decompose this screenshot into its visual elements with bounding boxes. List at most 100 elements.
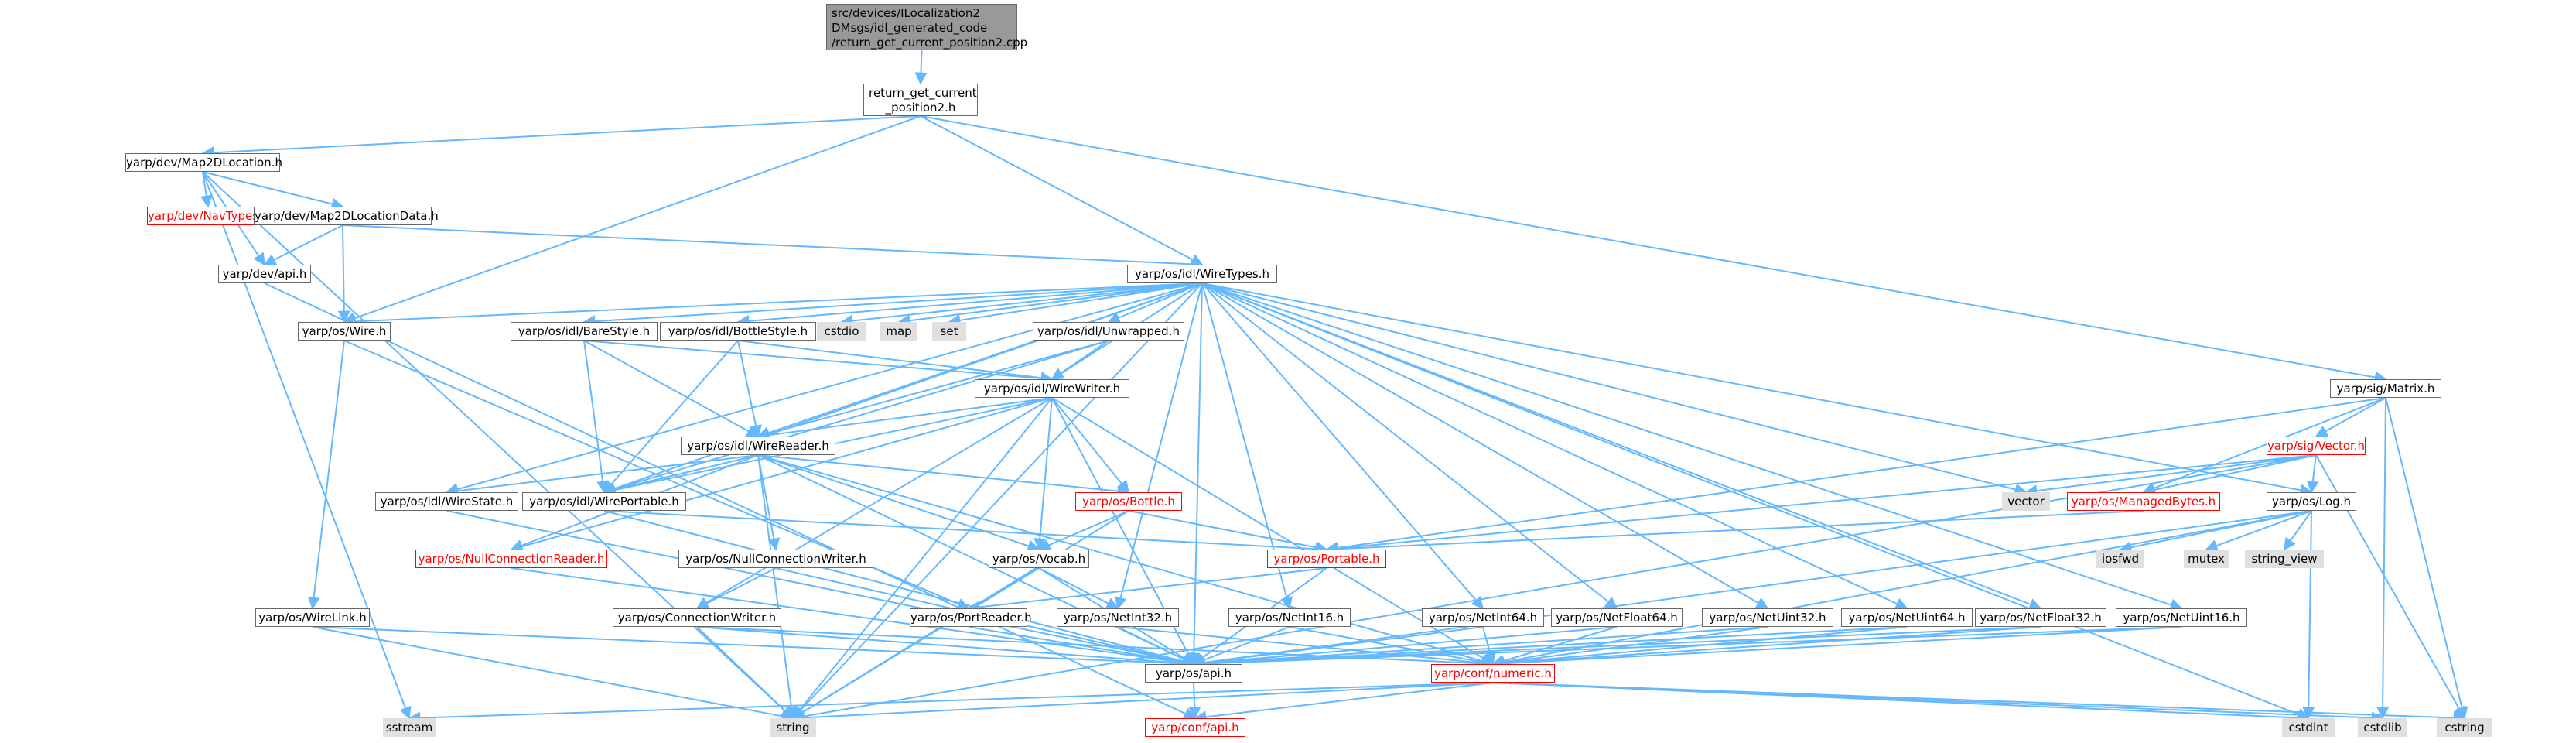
graph-edge-netfloat64-to-osapi [1192,626,1618,669]
graph-node-unwrapped[interactable]: yarp/os/idl/Unwrapped.h [1033,322,1184,341]
graph-edge-wiretypes-to-wirestate [445,282,1203,495]
graph-edge-portreader-to-osapi [968,626,1195,669]
graph-edge-netint32-to-osapi [1117,626,1195,665]
graph-edge-wirereader-to-wirestate [445,454,759,498]
graph-node-map2dloc[interactable]: yarp/dev/Map2DLocation.h [125,153,282,172]
graph-node-devapi[interactable]: yarp/dev/api.h [218,265,311,283]
graph-node-mutex[interactable]: mutex [2184,550,2229,568]
graph-edge-wirewriter-to-connwriter [695,397,1053,609]
graph-edge-wirereader-to-bottle [757,454,1130,498]
graph-edge-wirewriter-to-string [791,397,1053,720]
graph-node-netuint32[interactable]: yarp/os/NetUint32.h [1702,608,1833,627]
graph-node-wirestate[interactable]: yarp/os/idl/WireState.h [375,492,518,511]
graph-edge-netfloat32-to-osapi [1192,626,2041,670]
graph-node-netfloat32[interactable]: yarp/os/NetFloat32.h [1975,608,2106,627]
graph-edge-matrix-to-cstdlib [2376,397,2390,720]
graph-edge-connwriter-to-string [696,626,794,720]
graph-edge-osapi-to-confapi [1188,682,1201,720]
graph-edge-wire-to-wirelink [307,340,345,610]
graph-edge-netuint16-to-osapi [1192,626,2182,670]
graph-node-netuint16[interactable]: yarp/os/NetUint16.h [2116,608,2247,627]
graph-node-managedbytes[interactable]: yarp/os/ManagedBytes.h [2067,492,2220,511]
graph-edge-netuint16-to-numeric [1491,626,2182,670]
graph-edge-wireportable-to-portable [603,510,1328,556]
graph-node-portreader[interactable]: yarp/os/PortReader.h [910,608,1032,627]
graph-edge-oslog-to-mutex [2205,510,2312,552]
graph-node-cstring[interactable]: cstring [2437,718,2492,737]
graph-node-barestyle[interactable]: yarp/os/idl/BareStyle.h [511,322,658,341]
graph-edge-unwrapped-to-wirereader [757,340,1109,440]
graph-node-vector-h[interactable]: yarp/sig/Vector.h [2267,437,2366,455]
graph-node-bottle[interactable]: yarp/os/Bottle.h [1075,492,1182,511]
graph-node-wiretypes[interactable]: yarp/os/idl/WireTypes.h [1127,265,1277,283]
graph-edge-wiretypes-to-cstdint [1201,282,2310,721]
graph-node-cstdlib[interactable]: cstdlib [2358,718,2407,737]
graph-edge-connwriter-to-osapi [696,626,1195,669]
graph-node-cstdint[interactable]: cstdint [2282,718,2335,737]
graph-edge-wireportable-to-osapi [603,510,1195,668]
graph-edge-wirereader-to-wireportable [603,454,759,496]
graph-node-netint32[interactable]: yarp/os/NetInt32.h [1057,608,1179,627]
graph-edge-netuint64-to-osapi [1192,626,1908,670]
graph-edge-matrix-to-managedbytes [2142,397,2386,495]
graph-node-confapi[interactable]: yarp/conf/api.h [1145,718,1245,737]
graph-edge-nullconnreader-to-osapi [511,567,1195,669]
graph-edge-wirereader-to-nullconnwriter [757,454,781,551]
graph-edge-vector-h-to-string [791,454,2317,723]
graph-edge-netint32-to-numeric [1117,626,1495,669]
graph-node-map2dlocdata[interactable]: yarp/dev/Map2DLocationData.h [254,207,439,225]
graph-node-connwriter[interactable]: yarp/os/ConnectionWriter.h [613,608,781,627]
graph-edge-map2dloc-to-string [202,171,794,720]
graph-node-wirelink[interactable]: yarp/os/WireLink.h [255,608,370,627]
graph-edge-wirestate-to-osapi [446,510,1195,668]
graph-node-netint16[interactable]: yarp/os/NetInt16.h [1228,608,1351,627]
graph-edge-wiretypes-to-barestyle [583,282,1203,328]
graph-edge-wiretypes-to-netuint32 [1201,282,1769,609]
graph-node-nullconnreader[interactable]: yarp/os/NullConnectionReader.h [415,550,607,568]
graph-node-numeric[interactable]: yarp/conf/numeric.h [1431,664,1555,683]
graph-edge-portable-to-portreader [967,567,1327,614]
graph-node-wirereader[interactable]: yarp/os/idl/WireReader.h [681,437,835,455]
graph-edge-matrix-to-vector-h [2315,397,2386,437]
graph-node-root[interactable]: src/devices/ILocalization2 DMsgs/idl_gen… [826,4,1027,50]
graph-node-string-view[interactable]: string_view [2245,550,2324,568]
graph-node-cstdio[interactable]: cstdio [817,322,866,341]
graph-node-portable[interactable]: yarp/os/Portable.h [1267,550,1386,568]
graph-node-nullconnwriter[interactable]: yarp/os/NullConnectionWriter.h [678,550,873,568]
graph-node-wire[interactable]: yarp/os/Wire.h [298,322,391,341]
graph-edge-unwrapped-to-wirewriter [1051,340,1109,380]
graph-edge-numeric-to-sstream [408,682,1494,724]
graph-edge-map2dlocdata-to-wire [337,224,350,324]
graph-node-wirewriter[interactable]: yarp/os/idl/WireWriter.h [975,379,1129,398]
graph-edge-wiretypes-to-set [948,282,1203,327]
graph-node-set[interactable]: set [932,322,966,341]
graph-edge-wirereader-to-string [757,454,798,720]
graph-node-osapi[interactable]: yarp/os/api.h [1145,664,1242,683]
graph-edge-wirereader-to-numeric [757,454,1495,667]
graph-node-netint64[interactable]: yarp/os/NetInt64.h [1422,608,1544,627]
graph-edge-map2dloc-to-map2dlocdata [202,171,344,211]
graph-edge-wirelink-to-osapi [312,626,1195,670]
graph-node-matrix[interactable]: yarp/sig/Matrix.h [2330,379,2441,398]
graph-node-rgcp[interactable]: return_get_current _position2.h [863,84,978,116]
graph-node-navtypes[interactable]: yarp/dev/NavTypes.h [147,207,269,225]
graph-node-bottlestyle[interactable]: yarp/os/idl/BottleStyle.h [660,322,816,341]
graph-node-vector[interactable]: vector [2002,492,2050,511]
graph-edge-bottlestyle-to-wirereader [737,340,762,438]
graph-edge-wiretypes-to-wire [343,282,1203,328]
graph-edge-bottle-to-portable [1128,510,1328,554]
graph-node-netuint64[interactable]: yarp/os/NetUint64.h [1841,608,1973,627]
graph-node-wireportable[interactable]: yarp/os/idl/WirePortable.h [522,492,686,511]
graph-edge-vector-h-to-portable [1325,454,2317,555]
graph-node-map[interactable]: map [880,322,917,341]
graph-node-netfloat64[interactable]: yarp/os/NetFloat64.h [1551,608,1683,627]
graph-node-sstream[interactable]: sstream [383,718,436,737]
graph-node-string[interactable]: string [770,718,816,737]
graph-edge-barestyle-to-wireportable [583,340,610,494]
graph-node-vocab[interactable]: yarp/os/Vocab.h [989,550,1089,568]
graph-edge-managedbytes-to-portable [1325,510,2144,556]
graph-node-oslog[interactable]: yarp/os/Log.h [2267,492,2356,511]
graph-edge-barestyle-to-wirewriter [583,340,1054,385]
graph-node-iosfwd[interactable]: iosfwd [2096,550,2144,568]
